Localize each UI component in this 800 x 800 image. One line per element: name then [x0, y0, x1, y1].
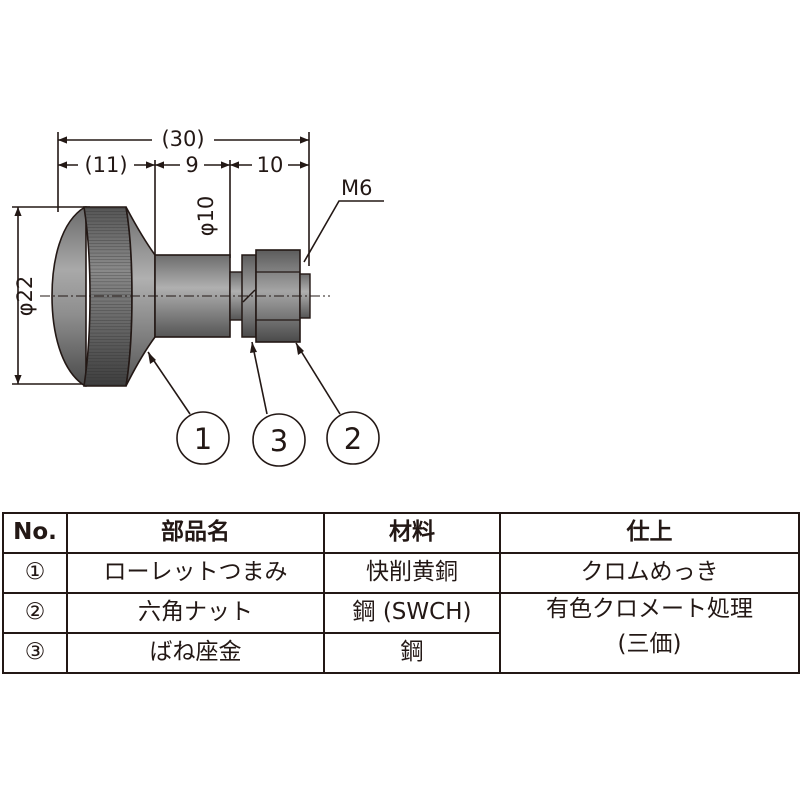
header-finish: 仕上	[499, 512, 800, 554]
part-drawing: (30) (11) 9 10 φ22 φ10 M6	[12, 127, 384, 467]
dim-thread-label: 10	[257, 153, 284, 177]
dim-shank-label: 9	[185, 153, 198, 177]
dim-head-diameter-label: φ22	[13, 276, 37, 317]
callout-1: 1	[176, 411, 230, 465]
table-row: ② 六角ナット 鋼 (SWCH) 有色クロメート処理 (三価)	[2, 592, 800, 674]
dim-shank-diameter-label: φ10	[194, 196, 218, 237]
table-row: ③ ばね座金 鋼	[2, 632, 799, 674]
row-1-no: ①	[2, 552, 68, 594]
callout-leaders	[147, 341, 341, 415]
callout-3-label: 3	[270, 424, 288, 458]
thread-label: M6	[341, 176, 372, 200]
thread-leader	[303, 200, 384, 263]
header-part-name: 部品名	[66, 512, 325, 554]
table-header-row: No. 部品名 材料 仕上	[2, 512, 800, 554]
parts-table: No. 部品名 材料 仕上 ① ローレットつまみ 快削黄銅 クロムめっき ② 六…	[2, 512, 800, 674]
row-2-finish: 有色クロメート処理 (三価)	[499, 592, 800, 674]
row-3-no: ③	[2, 632, 68, 674]
row-1-name: ローレットつまみ	[66, 552, 325, 594]
row-2-finish-line1: 有色クロメート処理	[546, 596, 753, 622]
extension-lines	[12, 132, 310, 385]
callout-arrowheads	[148, 342, 304, 364]
row-3-material: 鋼	[323, 632, 501, 674]
dim-total-label: (30)	[161, 127, 204, 151]
header-no: No.	[2, 512, 68, 554]
header-material: 材料	[323, 512, 501, 554]
row-3-name: ばね座金	[66, 632, 325, 674]
callout-3: 3	[252, 413, 306, 467]
row-2-finish-line2: (三価)	[617, 631, 682, 658]
callout-2-label: 2	[344, 422, 362, 456]
row-2-name: 六角ナット	[66, 592, 325, 634]
row-2-no: ②	[2, 592, 68, 634]
dim-head-label: (11)	[84, 153, 127, 177]
table-row: ① ローレットつまみ 快削黄銅 クロムめっき	[2, 552, 800, 594]
callout-2: 2	[326, 411, 380, 465]
row-2-material: 鋼 (SWCH)	[323, 592, 501, 634]
callout-1-label: 1	[194, 422, 212, 456]
row-1-finish: クロムめっき	[499, 552, 800, 594]
row-1-material: 快削黄銅	[323, 552, 501, 594]
